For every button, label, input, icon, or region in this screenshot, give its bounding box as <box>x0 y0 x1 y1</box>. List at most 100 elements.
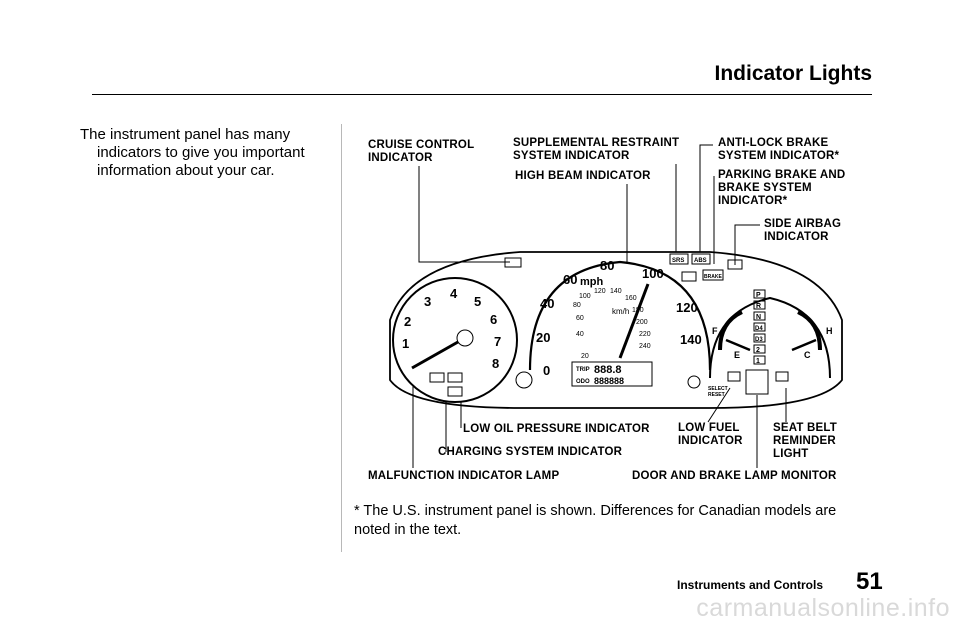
callout-line: SUPPLEMENTAL RESTRAINT <box>513 137 680 149</box>
speed-mph-label: 100 <box>642 266 664 281</box>
fuel-empty-label: E <box>734 350 740 360</box>
speed-mph-label: 20 <box>536 330 550 345</box>
callout-seat-belt: SEAT BELT REMINDER LIGHT <box>773 422 837 461</box>
temp-needle <box>791 338 817 352</box>
srs-indicator-text: SRS <box>672 258 684 264</box>
malfunction-lamp-icon <box>429 372 445 383</box>
odometer-readout: 888888 <box>594 376 624 386</box>
callout-line: SIDE AIRBAG <box>764 218 842 230</box>
tach-label: 3 <box>424 294 431 309</box>
callout-door-brake: DOOR AND BRAKE LAMP MONITOR <box>632 470 837 483</box>
high-beam-icon <box>681 271 697 282</box>
speed-unit-mph: mph <box>580 276 604 288</box>
fuel-full-label: F <box>712 326 718 336</box>
callout-line: HIGH BEAM INDICATOR <box>515 170 651 182</box>
callout-line: INDICATOR* <box>718 195 788 207</box>
gear-indicator: P R N D4 D3 2 1 <box>753 289 766 365</box>
callout-high-beam: HIGH BEAM INDICATOR <box>515 170 651 183</box>
gear-label: 1 <box>756 358 760 365</box>
callout-line: CRUISE CONTROL <box>368 139 475 151</box>
callout-line: DOOR AND BRAKE LAMP MONITOR <box>632 470 837 482</box>
callout-parking-brake: PARKING BRAKE AND BRAKE SYSTEM INDICATOR… <box>718 169 845 208</box>
tach-label: 4 <box>450 286 458 301</box>
speed-needle <box>618 283 650 359</box>
callout-line: INDICATOR <box>764 231 829 243</box>
speed-kmh-label: 200 <box>636 319 648 326</box>
gear-label: D3 <box>755 337 763 343</box>
callout-line: LIGHT <box>773 448 809 460</box>
tach-label: 5 <box>474 294 481 309</box>
callout-malfunction: MALFUNCTION INDICATOR LAMP <box>368 470 559 483</box>
footnote: * The U.S. instrument panel is shown. Di… <box>354 502 836 540</box>
callout-line: LOW FUEL <box>678 422 740 434</box>
intro-line-1: The instrument panel has many <box>80 126 291 143</box>
low-fuel-icon <box>727 371 741 382</box>
brake-indicator-text: BRAKE <box>704 274 722 280</box>
column-divider <box>341 124 342 552</box>
tach-dial <box>392 277 518 403</box>
callout-line: REMINDER <box>773 435 836 447</box>
temp-scale <box>797 310 822 351</box>
callout-low-oil: LOW OIL PRESSURE INDICATOR <box>463 423 650 436</box>
callout-line: LOW OIL PRESSURE INDICATOR <box>463 423 650 435</box>
callout-low-fuel: LOW FUEL INDICATOR <box>678 422 743 448</box>
callout-srs: SUPPLEMENTAL RESTRAINT SYSTEM INDICATOR <box>513 137 679 163</box>
speed-kmh-label: 40 <box>576 331 584 338</box>
speed-kmh-label: 80 <box>573 302 581 309</box>
speed-kmh-label: 220 <box>639 331 651 338</box>
gauge-bezel <box>709 296 831 379</box>
trip-label: TRIP <box>576 367 590 373</box>
watermark: carmanualsonline.info <box>696 594 950 622</box>
speed-kmh-label: 20 <box>581 353 589 360</box>
callout-line: INDICATOR <box>368 152 433 164</box>
intro-line-3: information about your car. <box>97 162 275 179</box>
tach-label: 2 <box>404 314 411 329</box>
trip-readout: 888.8 <box>594 364 622 376</box>
gear-label: R <box>756 303 761 310</box>
cruise-control-icon <box>504 257 522 268</box>
tach-label: 1 <box>402 336 409 351</box>
speed-mph-label: 60 <box>563 272 577 287</box>
abs-indicator-icon <box>691 253 711 265</box>
fuel-needle <box>725 338 751 352</box>
speed-mph-label: 40 <box>540 296 554 311</box>
tach-label: 8 <box>492 356 499 371</box>
select-reset-knob <box>515 371 533 389</box>
callout-line: BRAKE SYSTEM <box>718 182 812 194</box>
callout-line: CHARGING SYSTEM INDICATOR <box>438 446 623 458</box>
oil-pressure-icon <box>447 372 463 383</box>
odo-label: ODO <box>576 379 590 385</box>
tach-label: 6 <box>490 312 497 327</box>
charging-icon <box>447 386 463 397</box>
footnote-line-1: * The U.S. instrument panel is shown. Di… <box>354 503 837 519</box>
header-rule <box>92 94 872 95</box>
callout-line: PARKING BRAKE AND <box>718 169 846 181</box>
gear-label: D4 <box>755 326 763 332</box>
temp-cold-label: C <box>804 350 811 360</box>
speed-kmh-label: 60 <box>576 315 584 322</box>
gear-label: P <box>756 292 761 299</box>
trip-reset-knob <box>687 375 701 389</box>
fuel-temp-gauges: F E H C P R N D4 D3 2 1 <box>709 289 833 395</box>
select-label: SELECT <box>708 386 728 392</box>
speed-unit-kmh: km/h <box>612 307 629 316</box>
page-number: 51 <box>856 568 883 595</box>
reset-label: RESET <box>708 392 725 398</box>
callout-cruise-control: CRUISE CONTROL INDICATOR <box>368 139 474 165</box>
intro-line-2: indicators to give you important <box>97 144 305 161</box>
callout-charging: CHARGING SYSTEM INDICATOR <box>438 446 622 459</box>
speed-mph-label: 0 <box>543 363 550 378</box>
callout-side-airbag: SIDE AIRBAG INDICATOR <box>764 218 841 244</box>
speedometer: 0 20 40 60 80 100 120 140 mph km/h 20 40… <box>528 258 712 387</box>
temp-hot-label: H <box>826 326 833 336</box>
tach-needle <box>411 336 466 370</box>
speed-mph-label: 80 <box>600 258 614 273</box>
cluster-housing <box>389 251 843 409</box>
intro-paragraph: The instrument panel has many indicators… <box>80 126 312 180</box>
odometer-display <box>571 361 653 387</box>
tachometer: 1 2 3 4 5 6 7 8 <box>392 277 518 403</box>
seat-belt-icon <box>775 371 789 382</box>
callout-abs: ANTI-LOCK BRAKE SYSTEM INDICATOR* <box>718 137 839 163</box>
gear-label: N <box>756 314 761 321</box>
instrument-cluster: 1 2 3 4 5 6 7 8 0 20 40 60 80 100 120 14… <box>389 251 843 409</box>
